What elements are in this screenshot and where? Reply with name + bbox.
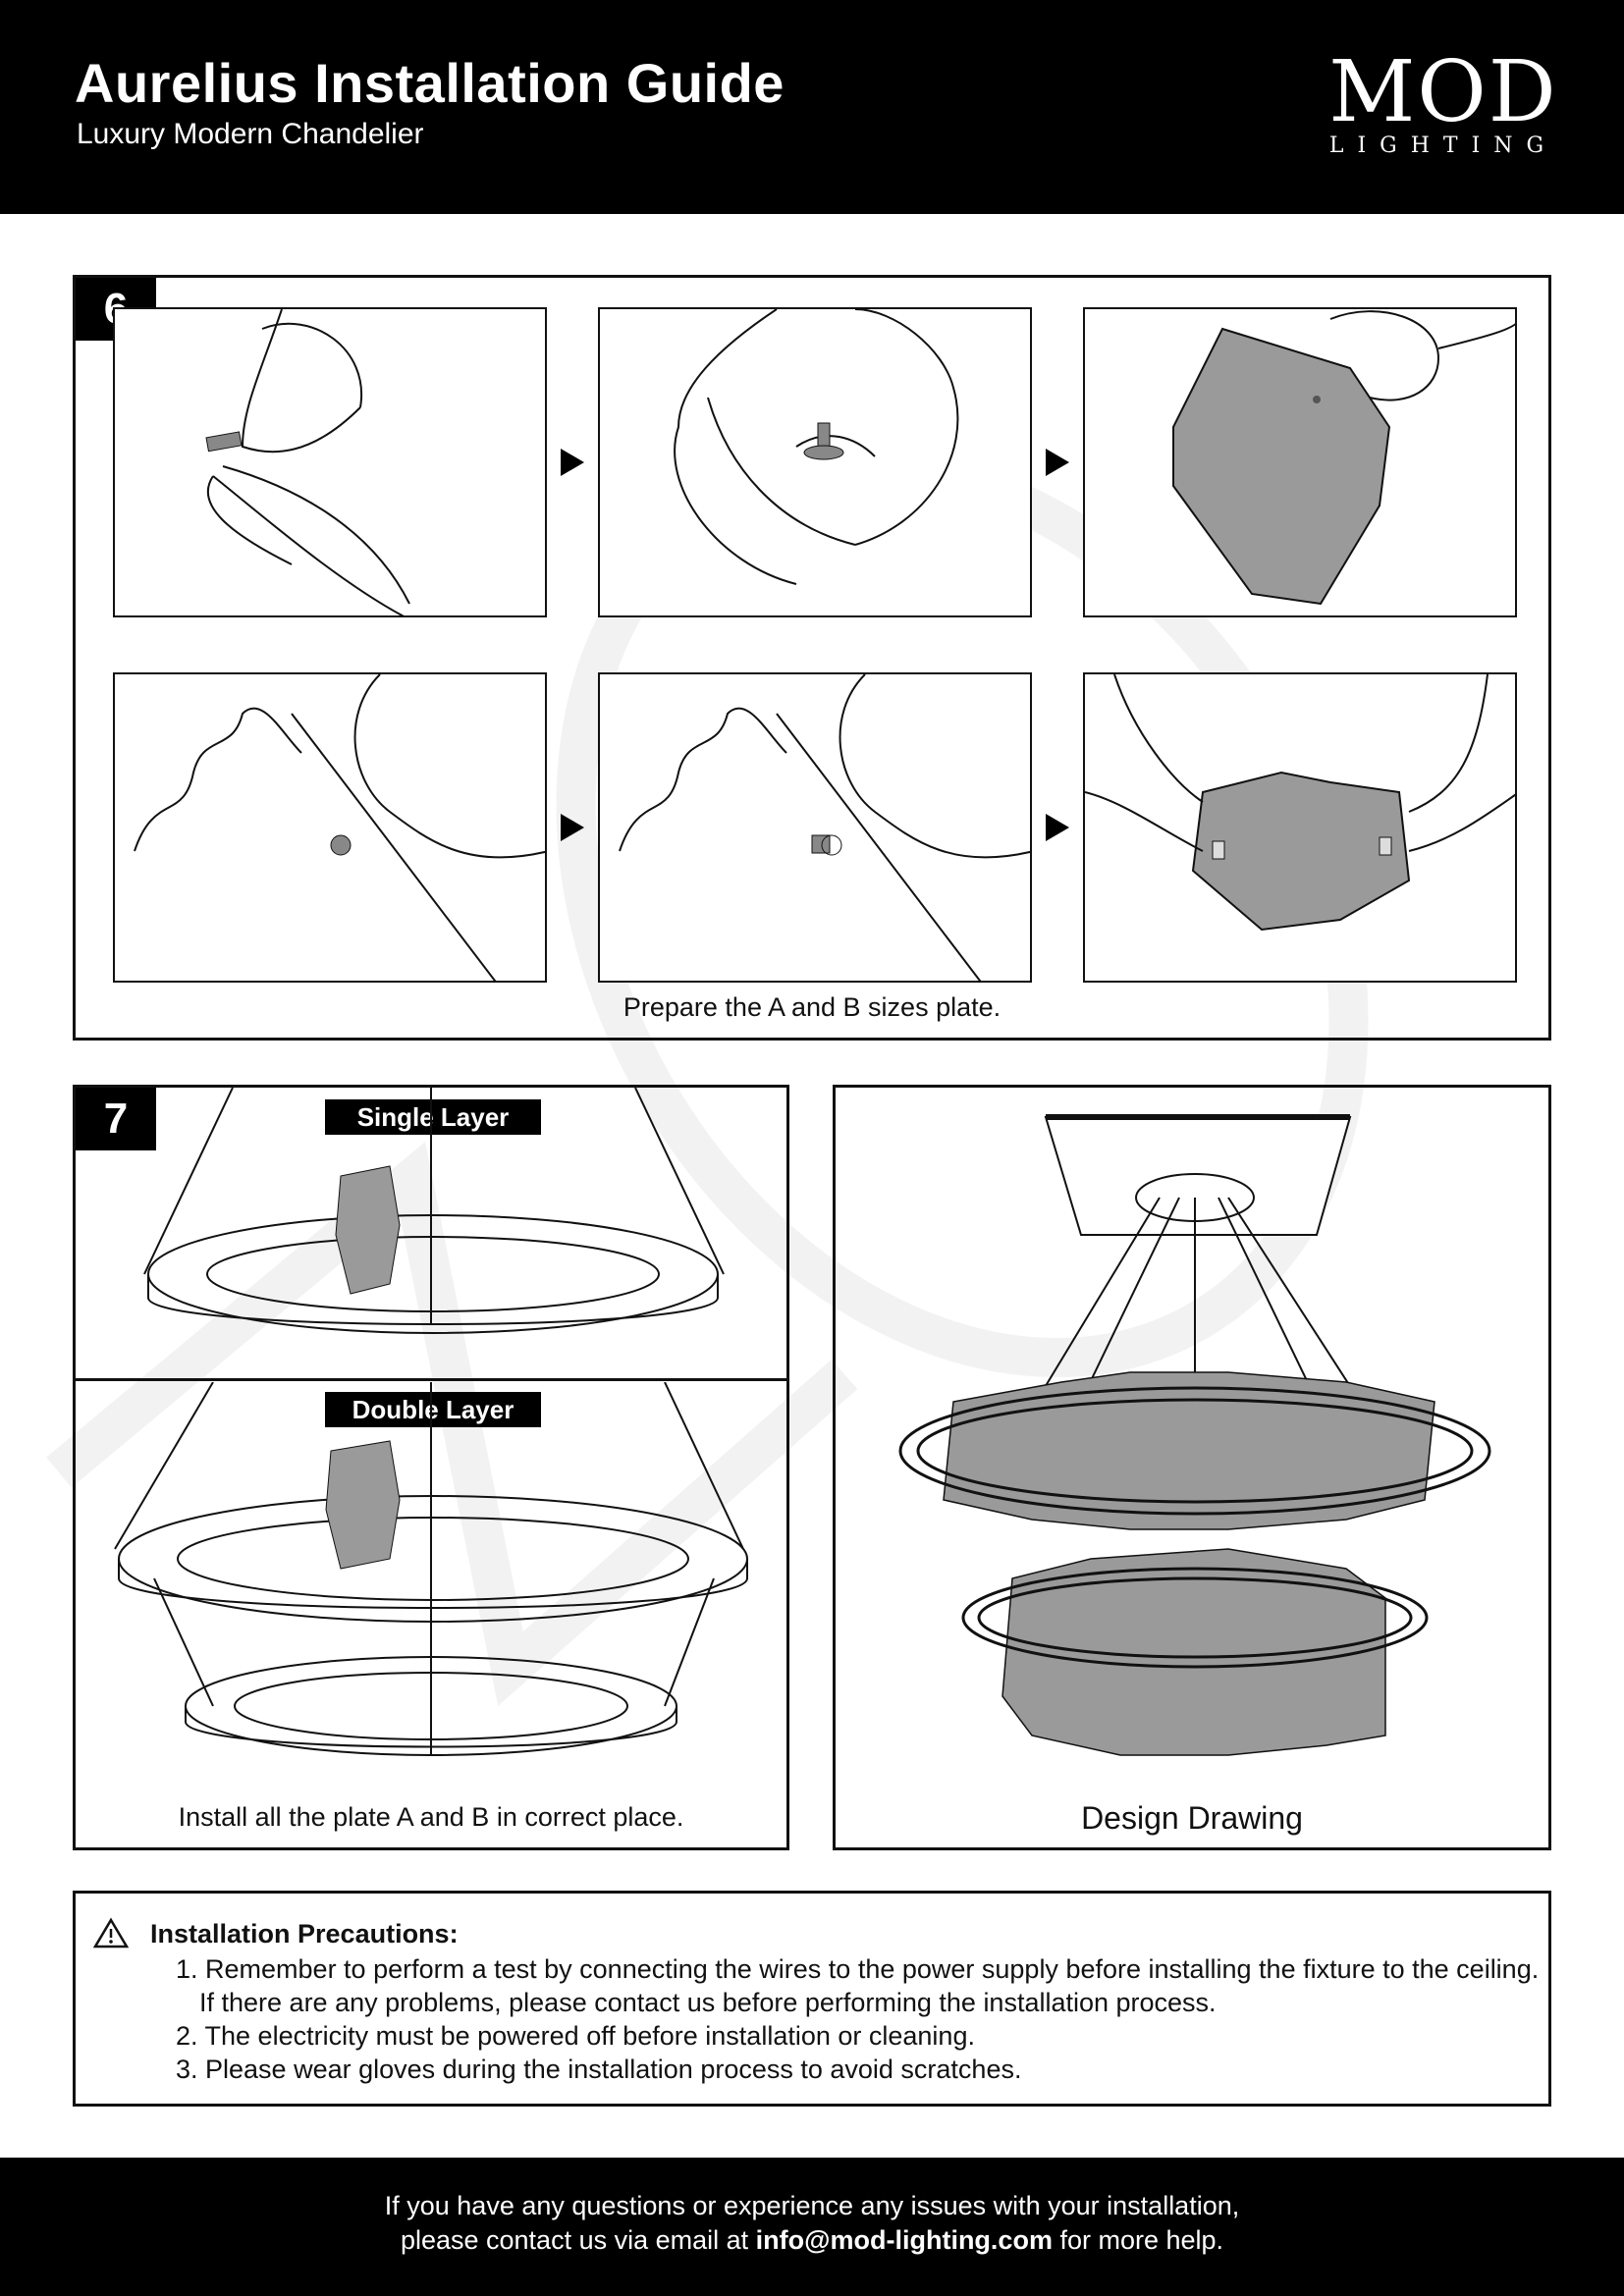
step-6-section: 6	[73, 275, 1551, 1041]
page-footer: If you have any questions or experience …	[0, 2158, 1624, 2296]
precaution-item: 2. The electricity must be powered off b…	[176, 2021, 975, 2051]
logo-lighting: LIGHTING	[1328, 133, 1558, 158]
double-layer-illustration	[114, 1382, 748, 1756]
hand-screw-illustration	[205, 309, 410, 615]
footer-line-2-suffix: for more help.	[1059, 2225, 1224, 2255]
plate-in-hand-illustration	[1172, 310, 1515, 606]
step-7-number: 7	[76, 1088, 156, 1150]
warning-icon	[93, 1917, 129, 1949]
arrow-right-icon	[1046, 449, 1069, 476]
step-6-panel-1	[113, 307, 547, 617]
step-6-panel-2	[598, 307, 1032, 617]
step-6-panel-4	[113, 672, 547, 983]
single-layer-label: Single Layer	[325, 1099, 541, 1135]
step-6-panel-5	[598, 672, 1032, 983]
step-6-panel-6	[1083, 672, 1517, 983]
logo-mod: MOD	[1328, 43, 1558, 141]
arrow-right-icon	[561, 814, 584, 841]
layer-divider	[76, 1378, 786, 1381]
page-header: Aurelius Installation Guide Luxury Moder…	[0, 0, 1624, 214]
precaution-item-continuation: If there are any problems, please contac…	[199, 1988, 1217, 2017]
design-drawing-section: Design Drawing	[833, 1085, 1551, 1850]
plate-with-screws-illustration	[1085, 674, 1515, 932]
step-6-panel-3	[1083, 307, 1517, 617]
contact-email-link[interactable]: info@mod-lighting.com	[755, 2225, 1053, 2255]
hand-grip-illustration	[674, 309, 959, 585]
brand-logo: MOD LIGHTING	[1326, 43, 1561, 158]
footer-line-2-prefix: please contact us via email at	[400, 2225, 749, 2255]
screw-tightened-illustration	[619, 674, 1030, 981]
design-drawing-caption: Design Drawing	[1081, 1800, 1303, 1836]
precaution-item: 3. Please wear gloves during the install…	[176, 2055, 1022, 2084]
arrow-right-icon	[1046, 814, 1069, 841]
precautions-box: Installation Precautions: 1. Remember to…	[73, 1891, 1551, 2107]
footer-line-1: If you have any questions or experience …	[384, 2191, 1240, 2220]
single-layer-illustration	[143, 1088, 725, 1334]
step-7-caption: Install all the plate A and B in correct…	[178, 1802, 684, 1832]
precautions-title: Installation Precautions:	[150, 1919, 459, 1949]
step-7-section: 7 Single Layer Double Layer In	[73, 1085, 789, 1850]
page-title: Aurelius Installation Guide	[75, 52, 785, 114]
footer-line-2: please contact us via email at info@mod-…	[0, 2225, 1624, 2256]
page-subtitle: Luxury Modern Chandelier	[77, 118, 424, 150]
precaution-item: 1. Remember to perform a test by connect…	[176, 1954, 1540, 1984]
chandelier-design-drawing	[898, 1114, 1491, 1756]
double-layer-label: Double Layer	[325, 1392, 541, 1427]
screw-on-plate-illustration	[134, 674, 545, 981]
arrow-right-icon	[561, 449, 584, 476]
step-6-caption: Prepare the A and B sizes plate.	[623, 992, 1001, 1022]
